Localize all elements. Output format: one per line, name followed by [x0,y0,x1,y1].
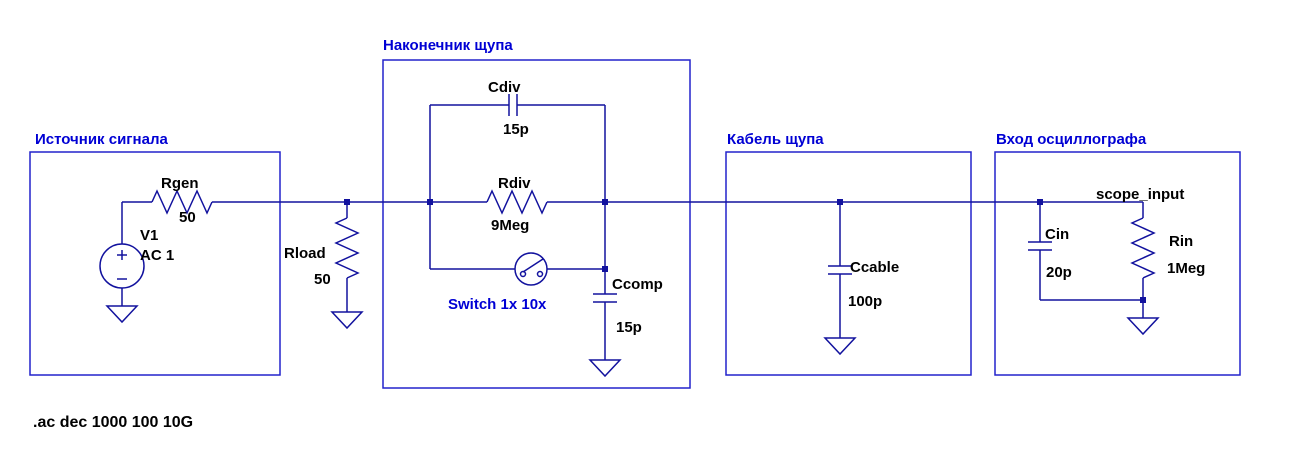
capacitor-cdiv: Cdiv 15p [488,79,529,138]
capacitor-icon [1028,241,1052,251]
ground-symbols [105,305,1160,378]
ground-icon [823,337,857,356]
switch-1x-10x: Switch 1x 10x [448,252,548,313]
block-title-probe-cable: Кабель щупа [727,131,824,148]
resistor-rload: Rload 50 [284,217,360,288]
component-name-ccomp: Ccomp [612,276,663,293]
component-name-ccable: Ccable [850,259,899,276]
box-outline [382,59,691,389]
component-name-cdiv: Cdiv [488,79,521,96]
junction-dot [1037,199,1043,205]
spice-directive: .ac dec 1000 100 10G [33,414,193,431]
component-value-rgen: 50 [179,209,196,226]
resistor-rin: Rin 1Meg [1130,217,1205,279]
box-outline [994,151,1241,376]
component-value-rdiv: 9Meg [491,217,529,234]
junction-dot [837,199,843,205]
net-label-scope-input: scope_input [1096,186,1184,203]
component-value-cin: 20p [1046,264,1072,281]
junction-dot [427,199,433,205]
component-value-ccomp: 15p [616,319,642,336]
component-value-v1: AC 1 [140,247,174,264]
component-name-cin: Cin [1045,226,1069,243]
ground-icon [330,311,364,330]
capacitor-ccable: Ccable 100p [828,259,899,310]
block-title-signal-source: Источник сигнала [35,131,168,148]
polarity-marks [117,250,127,280]
block-title-scope-input: Вход осциллографа [996,131,1147,148]
capacitor-cin: Cin 20p [1028,226,1072,281]
component-value-cdiv: 15p [503,121,529,138]
ground-icon [105,305,139,324]
component-value-ccable: 100p [848,293,882,310]
junction-dots [344,199,1146,303]
junction-dot [602,266,608,272]
component-name-rgen: Rgen [161,175,199,192]
switch-icon [514,252,548,286]
resistor-rgen: Rgen 50 [151,175,213,226]
resistor-icon [486,189,548,215]
component-name-rin: Rin [1169,233,1193,250]
voltage-source-icon [99,243,145,289]
capacitor-icon [508,94,518,116]
junction-dot [344,199,350,205]
resistor-rdiv: Rdiv 9Meg [486,175,548,234]
annotation-box-scope-input: Вход осциллографа [994,131,1241,376]
resistor-icon [151,189,213,215]
switch-label: Switch 1x 10x [448,296,547,313]
component-name-rdiv: Rdiv [498,175,531,192]
box-outline [725,151,972,376]
component-name-v1: V1 [140,227,158,244]
switch-contacts [519,258,544,278]
resistor-icon [1130,217,1156,279]
ground-icon [588,359,622,378]
junction-dot [602,199,608,205]
box-outline [29,151,281,376]
component-value-rin: 1Meg [1167,260,1205,277]
junction-dot [1140,297,1146,303]
capacitor-ccomp: Ccomp 15p [593,276,663,336]
annotation-box-signal-source: Источник сигнала [29,131,281,376]
capacitor-icon [593,293,617,303]
annotation-box-probe-cable: Кабель щупа [725,131,972,376]
component-name-rload: Rload [284,245,326,262]
voltage-source-v1: V1 AC 1 [99,227,174,289]
ground-icon [1126,317,1160,336]
annotation-box-probe-tip: Наконечник щупа [382,37,691,389]
resistor-icon [334,217,360,279]
component-value-rload: 50 [314,271,331,288]
block-title-probe-tip: Наконечник щупа [383,37,513,54]
capacitor-icon [828,265,852,275]
